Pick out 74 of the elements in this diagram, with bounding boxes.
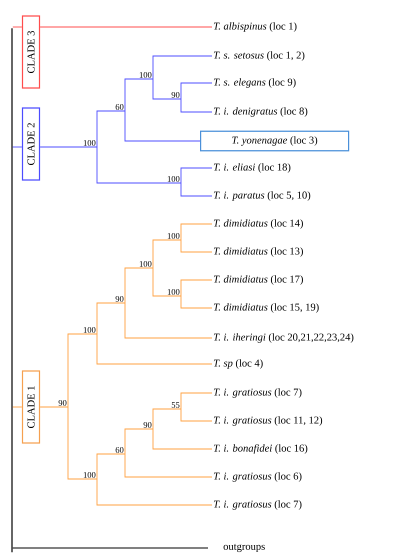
tree-branch: [124, 110, 200, 142]
tree-branch: [96, 478, 212, 506]
tree-branch: [152, 428, 212, 450]
taxon-label: T. dimidiatus (loc 13): [214, 247, 303, 257]
tree-branch: [152, 268, 182, 296]
tree-branch: [96, 454, 126, 480]
taxon-label: T. i. gratiosus (loc 6): [214, 472, 302, 482]
tree-branch: [180, 240, 212, 252]
taxon-label: T. i. gratiosus (loc 7): [214, 388, 302, 398]
tree-branch: [96, 146, 182, 184]
taxon-label: T. s. elegans (loc 9): [214, 78, 296, 88]
support-value: 100: [84, 140, 96, 146]
tree-branch: [152, 56, 212, 80]
tree-branch: [152, 408, 182, 430]
tree-branch: [180, 98, 212, 112]
tree-branch: [40, 26, 212, 28]
support-value: 100: [168, 176, 180, 182]
tree-branch: [12, 146, 22, 148]
tree-branch: [96, 110, 126, 148]
support-value: 90: [116, 296, 124, 302]
tree-branch: [68, 406, 98, 480]
tree-branch: [40, 146, 98, 148]
taxon-label: T. i. paratus (loc 5, 10): [214, 191, 310, 201]
tree-branch: [180, 296, 212, 308]
root-line: [11, 28, 13, 552]
taxon-label: T. i. gratiosus (loc 11, 12): [214, 416, 322, 426]
highlighted-taxon: T. yonenagae (loc 3): [200, 130, 350, 152]
taxon-label: T. sp (loc 4): [214, 359, 263, 369]
tree-branch: [124, 454, 212, 478]
tree-branch: [152, 78, 182, 100]
tree-branch: [180, 82, 212, 100]
tree-branch: [40, 406, 68, 408]
tree-branch: [124, 268, 154, 304]
taxon-label: outgroups: [224, 544, 265, 552]
taxon-label: T. i. gratiosus (loc 7): [214, 500, 302, 510]
clade-label: CLADE 3: [22, 15, 40, 89]
clade-label: CLADE 1: [22, 370, 40, 444]
tree-branch: [124, 78, 154, 112]
taxon-label: T. albispinus (loc 1): [214, 22, 297, 32]
tree-branch: [124, 302, 212, 338]
tree-branch: [180, 182, 212, 196]
support-value: 90: [172, 92, 180, 98]
taxon-label: T. dimidiatus (loc 14): [214, 219, 303, 229]
tree-branch: [96, 334, 212, 364]
tree-branch: [180, 392, 212, 410]
support-value: 100: [140, 72, 152, 78]
tree-branch: [12, 406, 22, 408]
clade-label: CLADE 2: [22, 107, 40, 181]
taxon-label: T. i. bonafidei (loc 16): [214, 444, 308, 454]
support-value: 100: [140, 261, 152, 267]
support-value: 100: [84, 472, 96, 478]
support-value: 100: [168, 233, 180, 239]
tree-branch: [12, 26, 22, 28]
taxon-label: T. i. denigratus (loc 8): [214, 107, 308, 117]
tree-branch: [68, 334, 98, 408]
support-value: 60: [116, 447, 124, 453]
taxon-label: T. s. setosus (loc 1, 2): [214, 51, 304, 61]
tree-branch: [180, 168, 212, 184]
taxon-label: T. i. eliasi (loc 18): [214, 163, 290, 173]
support-value: 90: [58, 400, 66, 406]
taxon-label: T. dimidiatus (loc 15, 19): [214, 303, 319, 313]
tree-branch: [124, 428, 154, 454]
support-value: 90: [144, 422, 152, 428]
support-value: 100: [84, 327, 96, 333]
tree-branch: [180, 224, 212, 240]
tree-branch: [96, 302, 126, 334]
support-value: 60: [116, 104, 124, 110]
tree-branch: [180, 408, 212, 422]
taxon-label: T. dimidiatus (loc 17): [214, 275, 303, 285]
taxon-label: T. i. iheringi (loc 20,21,22,23,24): [214, 333, 354, 343]
tree-branch: [152, 240, 182, 268]
tree-branch: [180, 280, 212, 296]
support-value: 55: [172, 402, 180, 408]
support-value: 100: [168, 289, 180, 295]
